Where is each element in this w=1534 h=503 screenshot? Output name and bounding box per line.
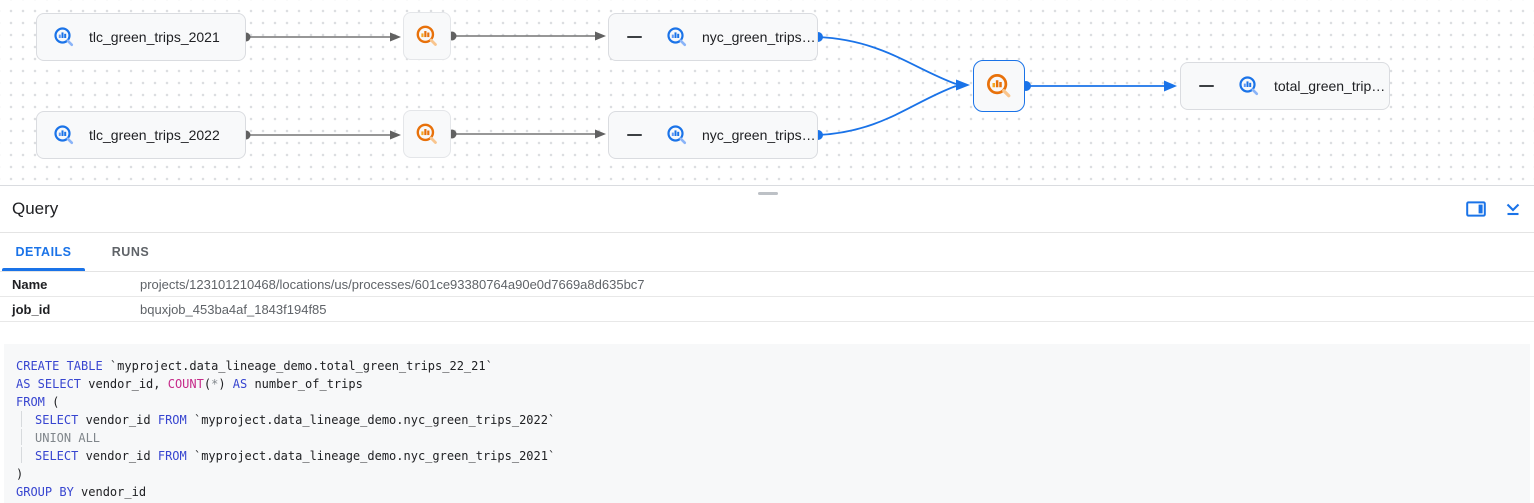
node-label: total_green_trip… (1274, 78, 1386, 94)
detail-value: projects/123101210468/locations/us/proce… (140, 276, 645, 292)
panel-tabbar: DETAILS RUNS (0, 233, 1534, 272)
panel-title: Query (12, 199, 59, 218)
node-label: nyc_green_trips… (702, 29, 816, 45)
open-in-side-panel-button[interactable] (1465, 198, 1487, 220)
bigquery-table-icon (54, 125, 74, 145)
tab-runs[interactable]: RUNS (111, 245, 150, 259)
lineage-node-query-selected[interactable] (973, 60, 1025, 112)
detail-value: bquxjob_453ba4af_1843f194f85 (140, 301, 327, 317)
panel-header: Query (0, 186, 1534, 233)
collapse-panel-button[interactable] (1502, 198, 1524, 220)
sql-code: CREATE TABLE `myproject.data_lineage_dem… (16, 359, 556, 499)
tab-details[interactable]: DETAILS (0, 233, 87, 271)
bigquery-table-icon (1239, 76, 1259, 96)
bigquery-table-icon (54, 27, 74, 47)
node-label: tlc_green_trips_2021 (89, 29, 220, 45)
detail-row-job-id: job_id bquxjob_453ba4af_1843f194f85 (0, 297, 1534, 322)
bigquery-query-icon (416, 25, 437, 46)
bigquery-table-icon (667, 27, 687, 47)
bigquery-table-icon (667, 125, 687, 145)
collapse-columns-icon[interactable] (1199, 85, 1214, 87)
detail-row-name: Name projects/123101210468/locations/us/… (0, 272, 1534, 297)
sql-code-block: CREATE TABLE `myproject.data_lineage_dem… (4, 344, 1530, 503)
lineage-node-total-green-trips[interactable]: total_green_trip… (1180, 62, 1390, 110)
collapse-columns-icon[interactable] (627, 36, 642, 38)
detail-label: job_id (12, 301, 51, 317)
lineage-node-tlc-green-trips-2021[interactable]: tlc_green_trips_2021 (36, 13, 246, 61)
node-label: tlc_green_trips_2022 (89, 127, 220, 143)
lineage-node-nyc-green-trips-bottom[interactable]: nyc_green_trips… (608, 111, 818, 159)
side-panel-icon (1466, 201, 1486, 217)
bigquery-query-icon (416, 123, 437, 144)
query-details-panel: Query DETAILS RUNS Name projects/1231012… (0, 185, 1534, 503)
collapse-columns-icon[interactable] (627, 134, 642, 136)
lineage-node-tlc-green-trips-2022[interactable]: tlc_green_trips_2022 (36, 111, 246, 159)
lineage-node-query-bottom[interactable] (403, 110, 451, 158)
collapse-chevron-icon (1506, 203, 1520, 216)
lineage-canvas[interactable]: tlc_green_trips_2021 tlc_green_trips_202… (0, 0, 1534, 185)
detail-label: Name (12, 276, 48, 292)
lineage-node-query-top[interactable] (403, 12, 451, 60)
bigquery-query-icon (987, 74, 1011, 98)
node-label: nyc_green_trips… (702, 127, 816, 143)
lineage-node-nyc-green-trips-top[interactable]: nyc_green_trips… (608, 13, 818, 61)
panel-resize-handle[interactable] (758, 192, 778, 195)
